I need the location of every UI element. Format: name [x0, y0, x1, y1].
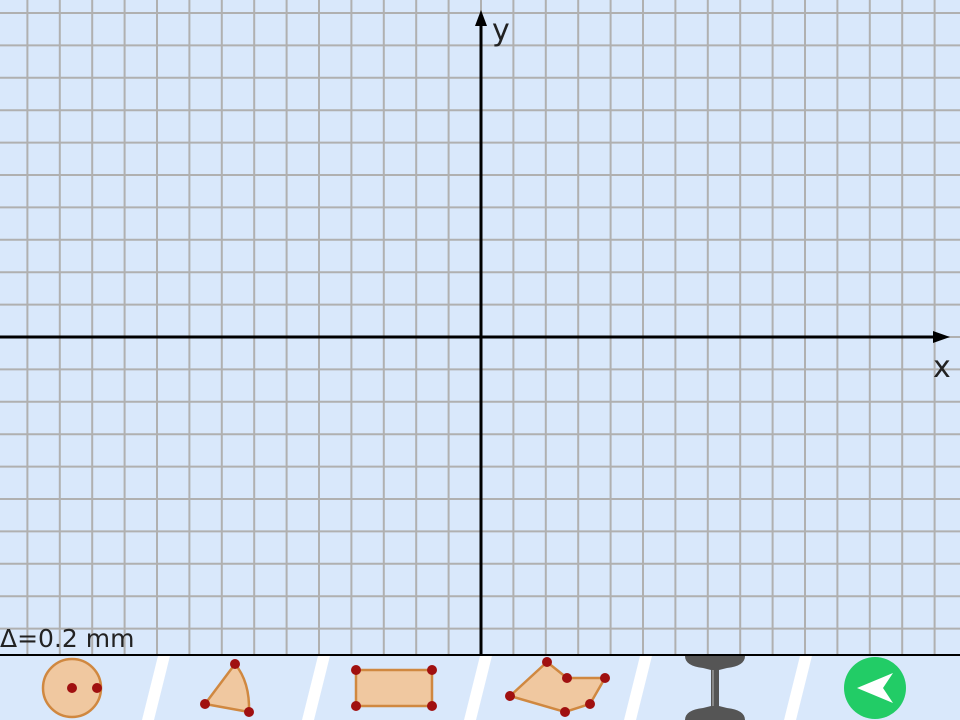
i-beam-tool-button[interactable]	[640, 656, 790, 720]
triangle-icon	[200, 659, 254, 717]
grid-svg: y x	[0, 0, 960, 656]
circle-tool-button[interactable]	[0, 656, 150, 720]
x-axis-arrow-icon	[933, 331, 950, 343]
polygon-tool-button[interactable]	[480, 656, 630, 720]
y-axis-label: y	[492, 13, 510, 48]
toolbar	[0, 656, 960, 720]
rectangle-icon	[351, 665, 437, 711]
triangle-tool-button[interactable]	[158, 656, 308, 720]
grid-lines	[0, 0, 960, 656]
polygon-icon	[505, 657, 610, 717]
y-axis-arrow-icon	[475, 10, 487, 26]
drawing-canvas[interactable]: y x Δ=0.2 mm	[0, 0, 960, 656]
circle-with-points-icon	[41, 657, 103, 719]
scale-label: Δ=0.2 mm	[0, 624, 135, 653]
rectangle-tool-button[interactable]	[318, 656, 468, 720]
back-button[interactable]	[800, 656, 950, 720]
back-arrow-icon	[844, 657, 906, 719]
x-axis-label: x	[933, 350, 951, 385]
i-beam-icon	[685, 656, 745, 720]
